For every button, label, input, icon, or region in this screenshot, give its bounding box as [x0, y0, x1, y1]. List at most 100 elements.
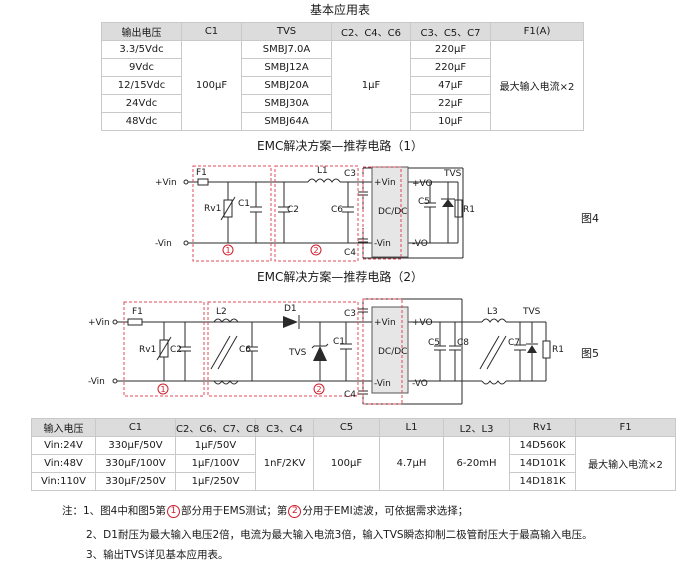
basic-application-table: 输出电压 C1 TVS C2、C4、C6 C3、C5、C7 F1(A) 3.3/… [101, 22, 584, 131]
label-tvs-out: TVS [522, 307, 541, 317]
header-c2-c6-c7-c8: C2、C6、C7、C8 [175, 418, 259, 437]
label-rv1: Rv1 [139, 345, 156, 355]
label-tvs-in: TVS [288, 348, 307, 358]
module-label: DC/DC [378, 207, 407, 217]
output-voltage-cell: 24Vdc [101, 94, 182, 113]
header-f1: F1 [575, 418, 676, 437]
output-voltage-cell: 12/15Vdc [101, 76, 182, 95]
c34-value-cell: 1nF/2KV [255, 436, 314, 491]
input-voltage-cell: Vin:110V [31, 472, 96, 491]
c357-cell: 47μF [410, 76, 491, 95]
label-f1: F1 [132, 307, 143, 317]
module-vo-pos: +VO [412, 318, 433, 328]
rv1-cell: 14D560K [509, 436, 576, 455]
label-tvs: TVS [443, 169, 462, 179]
table-row: 12/15Vdc SMBJ20A 47μF [101, 76, 584, 95]
label-c8: C8 [457, 338, 469, 348]
table-row: 48Vdc SMBJ64A 10μF [101, 112, 584, 131]
header-output-voltage: 输出电压 [101, 22, 182, 41]
table-row: Vin:110V 330μF/250V 1μF/250V 14D181K [31, 472, 676, 491]
c5-value-cell: 100μF [313, 436, 380, 491]
module-vin-pos: +Vin [374, 318, 396, 328]
table-row: Vin:48V 330μF/100V 1μF/100V 14D101K [31, 454, 676, 473]
header-l1: L1 [379, 418, 444, 437]
tvs-cell: SMBJ30A [241, 94, 332, 113]
module-vo-neg: -VO [412, 379, 428, 389]
label-l3: L3 [487, 307, 498, 317]
circle-marker-1: 1 [167, 504, 181, 518]
label-l1: L1 [317, 166, 328, 176]
c2678-cell: 1μF/100V [175, 454, 256, 473]
circle-marker-2: 2 [314, 246, 319, 255]
tvs-cell: SMBJ64A [241, 112, 332, 131]
label-l2: L2 [216, 307, 227, 317]
header-c1: C1 [181, 22, 242, 41]
c1-cell: 330μF/50V [95, 436, 176, 455]
label-c6: C6 [331, 205, 343, 215]
header-c1: C1 [95, 418, 176, 437]
table-row: Vin:24V 330μF/50V 1μF/50V 1nF/2KV 100μF … [31, 436, 676, 491]
label-vin-pos: +Vin [155, 178, 177, 188]
c2678-cell: 1μF/250V [175, 472, 256, 491]
header-c3-c4: C3、C4 [255, 418, 314, 437]
label-vin-neg: -Vin [155, 239, 172, 249]
header-l2-l3: L2、L3 [443, 418, 510, 437]
label-f1: F1 [196, 168, 207, 178]
label-c5: C5 [418, 197, 430, 207]
label-r1: R1 [463, 205, 475, 215]
circuit2-title: EMC解决方案—推荐电路（2） [257, 270, 423, 284]
rv1-cell: 14D181K [509, 472, 576, 491]
f1-value-cell: 最大输入电流×2 [575, 436, 676, 491]
c1-cell: 330μF/100V [95, 454, 176, 473]
module-vin-pos: +Vin [374, 178, 396, 188]
table-row: 3.3/5Vdc 100μF SMBJ7.0A 1μF 220μF 最大输入电流… [101, 40, 584, 131]
rv1-cell: 14D101K [509, 454, 576, 473]
c1-value-cell: 100μF [181, 40, 242, 131]
label-c3: C3 [344, 309, 356, 319]
label-c4: C4 [344, 390, 356, 400]
note-1-part-c: 分用于EMI滤波，可依据需求选择； [302, 505, 469, 517]
f1-value-cell: 最大输入电流×2 [490, 40, 584, 131]
note-2: 2、D1耐压为最大输入电压2倍，电流为最大输入电流3倍，输入TVS瞬态抑制二极管… [86, 529, 593, 541]
label-c2: C2 [287, 205, 299, 215]
label-c6: C6 [239, 345, 251, 355]
c357-cell: 220μF [410, 58, 491, 77]
c357-cell: 10μF [410, 112, 491, 131]
label-c7: C7 [508, 338, 520, 348]
input-voltage-cell: Vin:48V [31, 454, 96, 473]
label-c5: C5 [428, 338, 440, 348]
input-voltage-cell: Vin:24V [31, 436, 96, 455]
circuit1-title: EMC解决方案—推荐电路（1） [257, 139, 423, 153]
circle-marker-1: 1 [226, 246, 231, 255]
figure4-label: 图4 [581, 212, 599, 225]
note-1-part-a: 注：1、图4中和图5第 [62, 505, 167, 517]
header-f1: F1(A) [490, 22, 584, 41]
table1-title: 基本应用表 [309, 3, 370, 17]
label-d1: D1 [284, 304, 297, 314]
circle-marker-2: 2 [317, 385, 322, 394]
output-voltage-cell: 3.3/5Vdc [101, 40, 182, 59]
label-c4: C4 [344, 248, 356, 258]
note-3: 3、输出TVS详见基本应用表。 [86, 549, 229, 561]
module-vo-neg: -VO [412, 239, 428, 249]
module-vo-pos: +VO [412, 179, 433, 189]
c246-value-cell: 1μF [331, 40, 411, 131]
header-c3-c5-c7: C3、C5、C7 [410, 22, 491, 41]
header-c5: C5 [313, 418, 380, 437]
label-vin-pos: +Vin [88, 318, 110, 328]
header-c2-c4-c6: C2、C4、C6 [331, 22, 411, 41]
table-row: 24Vdc SMBJ30A 22μF [101, 94, 584, 113]
note-1-part-b: 部分用于EMS测试；第 [181, 505, 288, 517]
label-c3: C3 [344, 169, 356, 179]
c1-cell: 330μF/250V [95, 472, 176, 491]
output-voltage-cell: 48Vdc [101, 112, 182, 131]
circle-marker-2: 2 [288, 504, 302, 518]
module-vin-neg: -Vin [374, 379, 391, 389]
figure5-label: 图5 [581, 347, 599, 360]
circle-marker-1: 1 [161, 385, 166, 394]
label-c1: C1 [333, 337, 345, 347]
label-c2: C2 [170, 345, 182, 355]
label-c1: C1 [238, 199, 250, 209]
